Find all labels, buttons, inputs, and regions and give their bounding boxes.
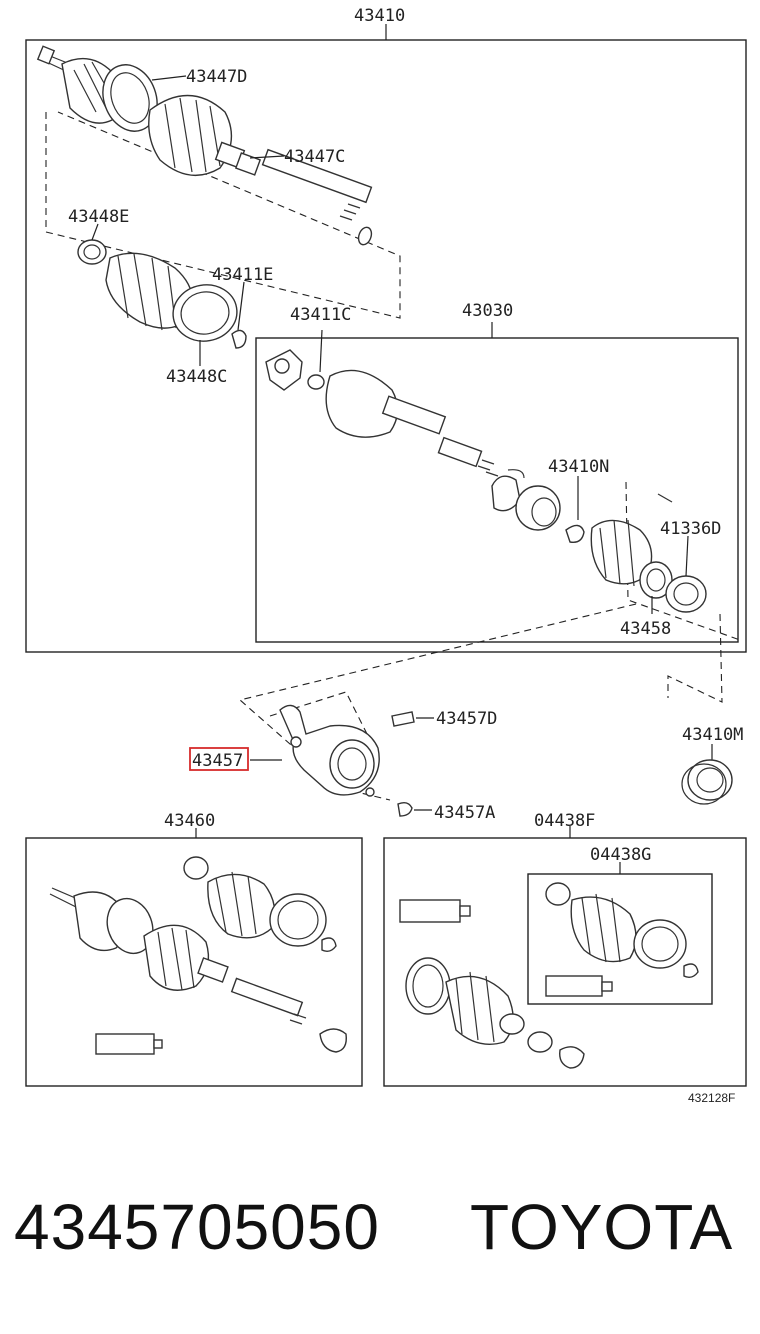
boot-kit-section: 04438F 04438G: [383, 811, 747, 1087]
label-43460[interactable]: 43460: [164, 811, 215, 831]
oil-seal-drawing: [681, 744, 733, 805]
label-43030[interactable]: 43030: [462, 301, 513, 321]
highlight-box: [189, 747, 249, 771]
label-43410M[interactable]: 43410M: [682, 725, 743, 745]
bracket-section: 43457D 43457A 43457 43410M: [189, 603, 743, 823]
label-04438F[interactable]: 04438F: [534, 811, 595, 831]
label-43457A[interactable]: 43457A: [434, 803, 495, 823]
boot-kit-frame: [383, 837, 747, 1087]
label-43410[interactable]: 43410: [354, 6, 405, 26]
label-43411E[interactable]: 43411E: [212, 265, 273, 285]
footer: 4345705050 TOYOTA: [0, 1190, 760, 1280]
label-43448C[interactable]: 43448C: [166, 367, 227, 387]
label-04438G[interactable]: 04438G: [590, 845, 651, 865]
outer-joint-kit-section: 43460: [25, 811, 363, 1087]
outer-boot-parts-drawing: [77, 239, 247, 349]
brand-name: TOYOTA: [470, 1191, 734, 1263]
outer-boot-dash-frame: [45, 111, 401, 319]
outer-shaft-drawing: [36, 45, 373, 246]
part-number: 4345705050: [14, 1191, 380, 1263]
label-43457-highlighted[interactable]: 43457: [192, 751, 243, 771]
label-43410N[interactable]: 43410N: [548, 457, 609, 477]
bracket-drawing: [279, 704, 415, 817]
inner-joint-drawing: [265, 349, 741, 641]
label-41336D[interactable]: 41336D: [660, 519, 721, 539]
label-43447C[interactable]: 43447C: [284, 147, 345, 167]
main-assembly-section: 43410 43447D 43447C: [25, 6, 747, 653]
label-43447D[interactable]: 43447D: [186, 67, 247, 87]
boot-kit-drawing: [399, 882, 699, 1069]
diagram-code: 432128F: [688, 1091, 735, 1105]
inner-joint-frame: [255, 337, 739, 643]
bracket-dash-guide: [238, 603, 637, 801]
label-43411C[interactable]: 43411C: [290, 305, 351, 325]
label-43457D[interactable]: 43457D: [436, 709, 497, 729]
label-43448E[interactable]: 43448E: [68, 207, 129, 227]
label-43458[interactable]: 43458: [620, 619, 671, 639]
seal-dash-guide: [667, 613, 723, 703]
outer-joint-kit-drawing: [49, 856, 347, 1055]
outer-joint-kit-frame: [25, 837, 363, 1087]
